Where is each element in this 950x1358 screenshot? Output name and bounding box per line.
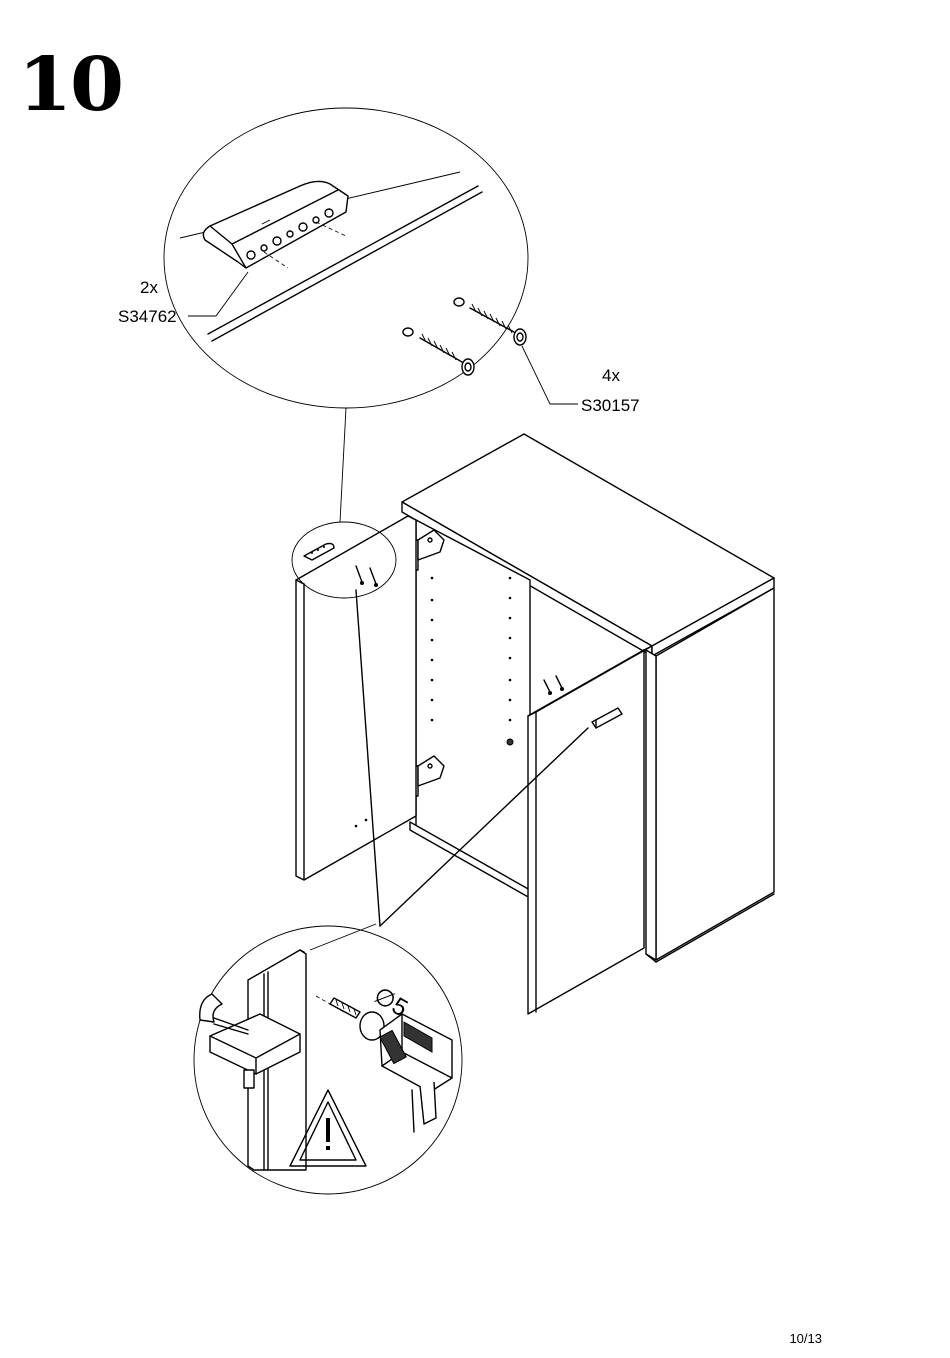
page-number: 10/13: [789, 1331, 822, 1346]
drilling-detail-callout: [194, 924, 462, 1194]
handle-detail-callout: [164, 108, 578, 408]
left-door: [296, 516, 416, 880]
handle-part: [203, 181, 348, 268]
right-door: [528, 646, 652, 1014]
cabinet: [292, 434, 774, 1014]
screw-part: [403, 298, 526, 375]
power-drill-icon: [360, 1012, 452, 1132]
